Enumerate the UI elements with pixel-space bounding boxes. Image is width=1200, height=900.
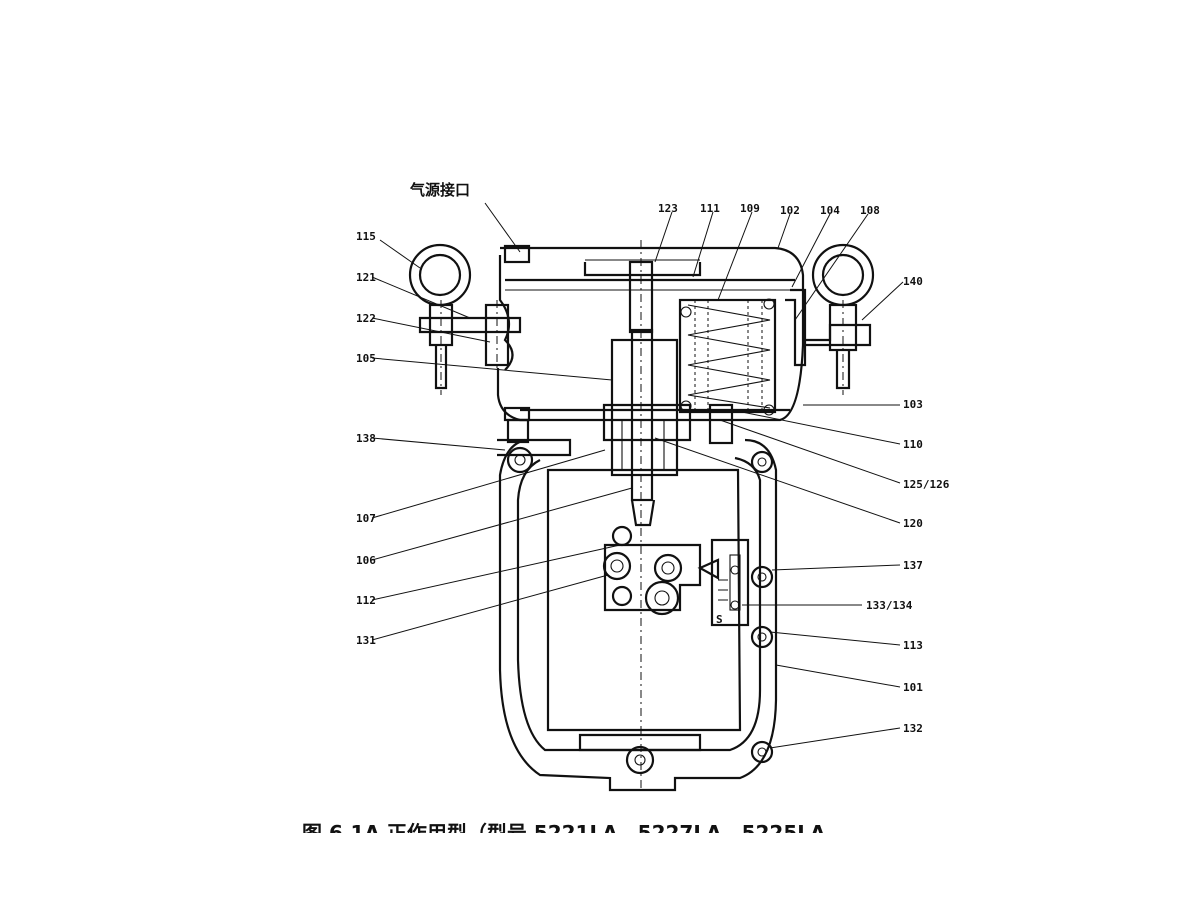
svg-text:S: S: [716, 613, 723, 626]
label-104: 104: [820, 204, 840, 217]
label-105: 105: [356, 352, 376, 365]
label-103: 103: [903, 398, 923, 411]
label-122: 122: [356, 312, 376, 325]
label-109: 109: [740, 202, 760, 215]
label-132: 132: [903, 722, 923, 735]
label-108: 108: [860, 204, 880, 217]
label-125-126: 125/126: [903, 478, 950, 491]
label-131: 131: [356, 634, 376, 647]
label-123: 123: [658, 202, 678, 215]
air-inlet-title: 气源接口: [409, 181, 470, 199]
right-lifting-lug: [785, 243, 875, 395]
label-115: 115: [356, 230, 376, 243]
actuator-stem: [602, 260, 692, 527]
label-121: 121: [356, 271, 376, 284]
label-107: 107: [356, 512, 376, 525]
figure-caption: 图 6.1A 正作用型（型号 5221LA、5227LA、5225LA: [302, 821, 826, 845]
label-138: 138: [356, 432, 376, 445]
diaphragm-case: [496, 244, 805, 422]
yoke-housing: [497, 403, 778, 792]
label-110: 110: [903, 438, 923, 451]
label-140: 140: [903, 275, 923, 288]
leader-lines: [371, 211, 904, 749]
label-120: 120: [903, 517, 923, 530]
label-111: 111: [700, 202, 720, 215]
left-lifting-lug: [408, 243, 522, 395]
label-101: 101: [903, 681, 923, 694]
air-inlet-leader: [484, 202, 521, 253]
label-137: 137: [903, 559, 923, 572]
label-112: 112: [356, 594, 376, 607]
stem-connector: [602, 525, 720, 616]
label-102: 102: [780, 204, 800, 217]
label-133-134: 133/134: [866, 599, 913, 612]
label-113: 113: [903, 639, 923, 652]
callout-labels: 123 111 109 102 104 108 115 121 122 105 …: [356, 202, 950, 735]
label-106: 106: [356, 554, 376, 567]
spring-assembly: [678, 298, 777, 416]
travel-indicator: S: [710, 538, 750, 627]
